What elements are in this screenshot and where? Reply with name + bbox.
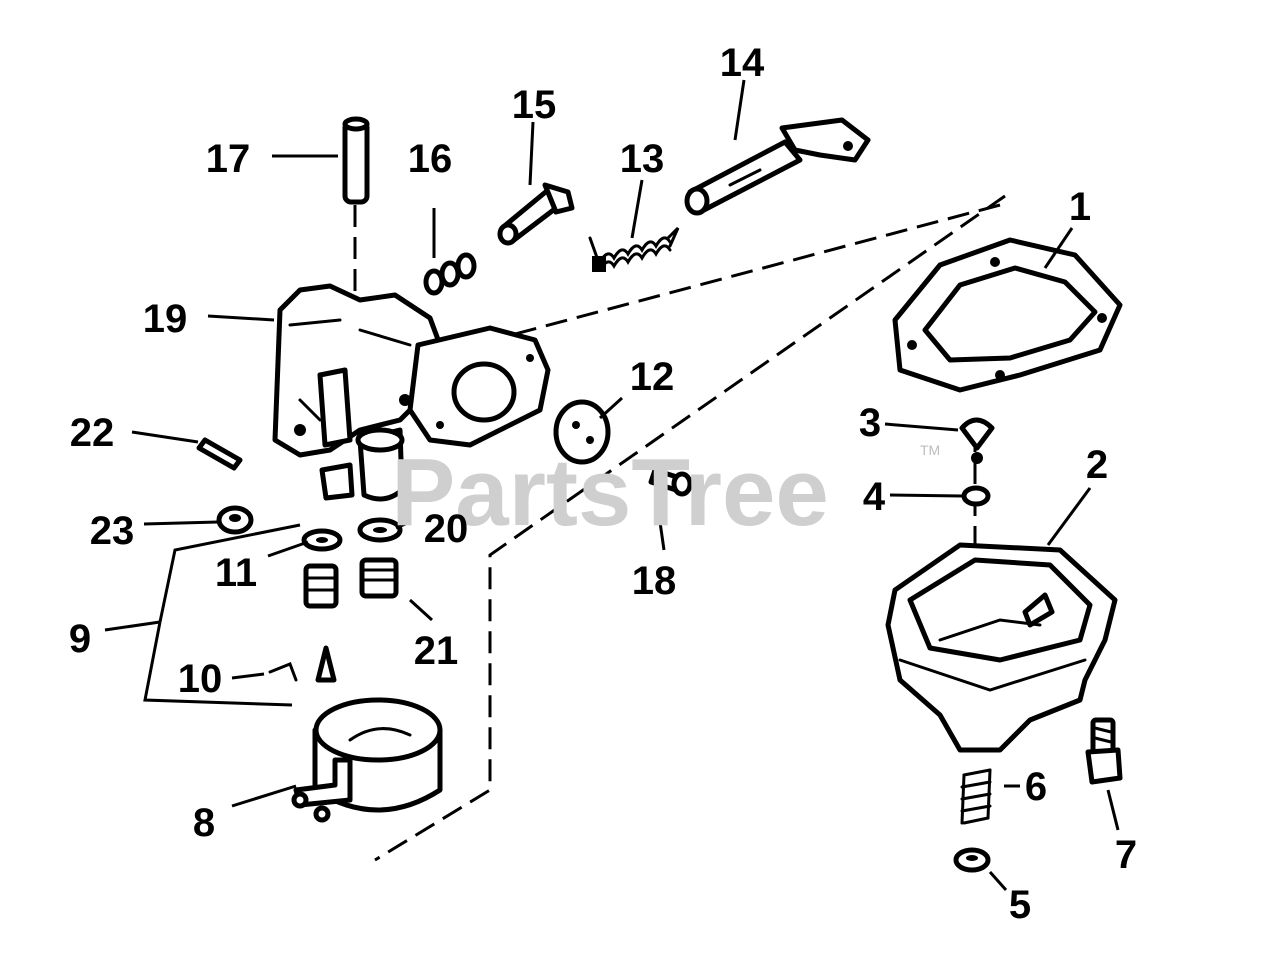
part-21-jet <box>359 557 399 599</box>
callout-10[interactable]: 10 <box>178 657 223 701</box>
callout-12[interactable]: 12 <box>630 355 675 399</box>
part-2-float-bowl <box>885 542 1118 753</box>
part-23-seal <box>216 505 254 535</box>
part-9-seat <box>303 563 339 609</box>
callout-17[interactable]: 17 <box>206 137 251 181</box>
part-11-washer <box>301 528 343 552</box>
callout-1[interactable]: 1 <box>1069 185 1091 229</box>
callout-2[interactable]: 2 <box>1086 443 1108 487</box>
part-14-throttle-shaft <box>684 117 871 216</box>
callout-labels: 14 15 17 16 13 1 19 12 3 22 2 4 23 20 11… <box>69 41 1137 927</box>
watermark: PartsTree TM <box>391 439 940 546</box>
part-16-small-spring <box>423 252 477 296</box>
part-5-nut <box>953 847 991 873</box>
callout-13[interactable]: 13 <box>620 137 665 181</box>
part-3-valve <box>959 417 995 464</box>
callout-22[interactable]: 22 <box>70 411 115 455</box>
callout-20[interactable]: 20 <box>424 507 469 551</box>
callout-7[interactable]: 7 <box>1115 833 1137 877</box>
callout-21[interactable]: 21 <box>414 629 459 673</box>
callout-19[interactable]: 19 <box>143 297 188 341</box>
callout-8[interactable]: 8 <box>193 801 215 845</box>
watermark-text: PartsTree <box>391 439 829 546</box>
callout-9[interactable]: 9 <box>69 617 91 661</box>
part-6-spring <box>960 768 992 825</box>
part-12-welch-plug <box>553 399 611 465</box>
callout-5[interactable]: 5 <box>1009 883 1031 927</box>
callout-11[interactable]: 11 <box>215 551 257 595</box>
callout-18[interactable]: 18 <box>632 559 677 603</box>
part-20-washer <box>357 517 403 543</box>
part-13-spring <box>588 226 680 272</box>
part-7-bolt <box>1085 717 1123 785</box>
part-18-screw <box>648 467 693 497</box>
part-4-washer <box>961 485 991 507</box>
part-19-carburetor-body <box>272 283 551 502</box>
callout-3[interactable]: 3 <box>859 401 881 445</box>
callout-23[interactable]: 23 <box>90 509 135 553</box>
part-22-pin <box>196 437 243 471</box>
callout-4[interactable]: 4 <box>863 475 886 519</box>
callout-16[interactable]: 16 <box>408 137 453 181</box>
part-1-gasket <box>892 237 1123 393</box>
part-17-pin <box>342 116 370 205</box>
callout-15[interactable]: 15 <box>512 83 557 127</box>
watermark-trademark: TM <box>920 442 940 458</box>
part-8-float <box>291 697 443 823</box>
leader-lines <box>104 79 1120 891</box>
callout-6[interactable]: 6 <box>1025 765 1047 809</box>
part-10-needle <box>268 645 337 683</box>
part-15-choke-lever <box>497 182 575 246</box>
callout-14[interactable]: 14 <box>720 41 765 85</box>
